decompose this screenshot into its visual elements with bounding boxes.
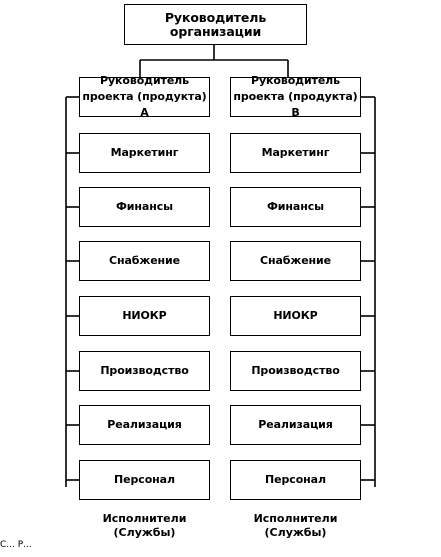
- department-box-b: НИОКР: [230, 296, 361, 336]
- project-manager-a-box: Руководитель проекта (продукта) А: [79, 74, 210, 119]
- department-box-b: Маркетинг: [230, 133, 361, 173]
- department-box-a: Производство: [79, 351, 210, 391]
- project-manager-b-box: Руководитель проекта (продукта) В: [230, 74, 361, 119]
- executors-caption-a: Исполнители (Службы): [102, 512, 187, 539]
- department-box-b: Производство: [230, 351, 361, 391]
- department-box-a: Снабжение: [79, 241, 210, 281]
- department-box-b: Реализация: [230, 405, 361, 445]
- footnote-fragment: С... Р...: [0, 540, 32, 550]
- department-box-b: Персонал: [230, 460, 361, 500]
- department-box-a: Персонал: [79, 460, 210, 500]
- department-box-a: Маркетинг: [79, 133, 210, 173]
- department-box-a: НИОКР: [79, 296, 210, 336]
- department-box-a: Реализация: [79, 405, 210, 445]
- department-box-b: Снабжение: [230, 241, 361, 281]
- department-box-b: Финансы: [230, 187, 361, 227]
- department-box-a: Финансы: [79, 187, 210, 227]
- org-head-box: Руководитель организации: [124, 4, 307, 45]
- executors-caption-b: Исполнители (Службы): [253, 512, 338, 539]
